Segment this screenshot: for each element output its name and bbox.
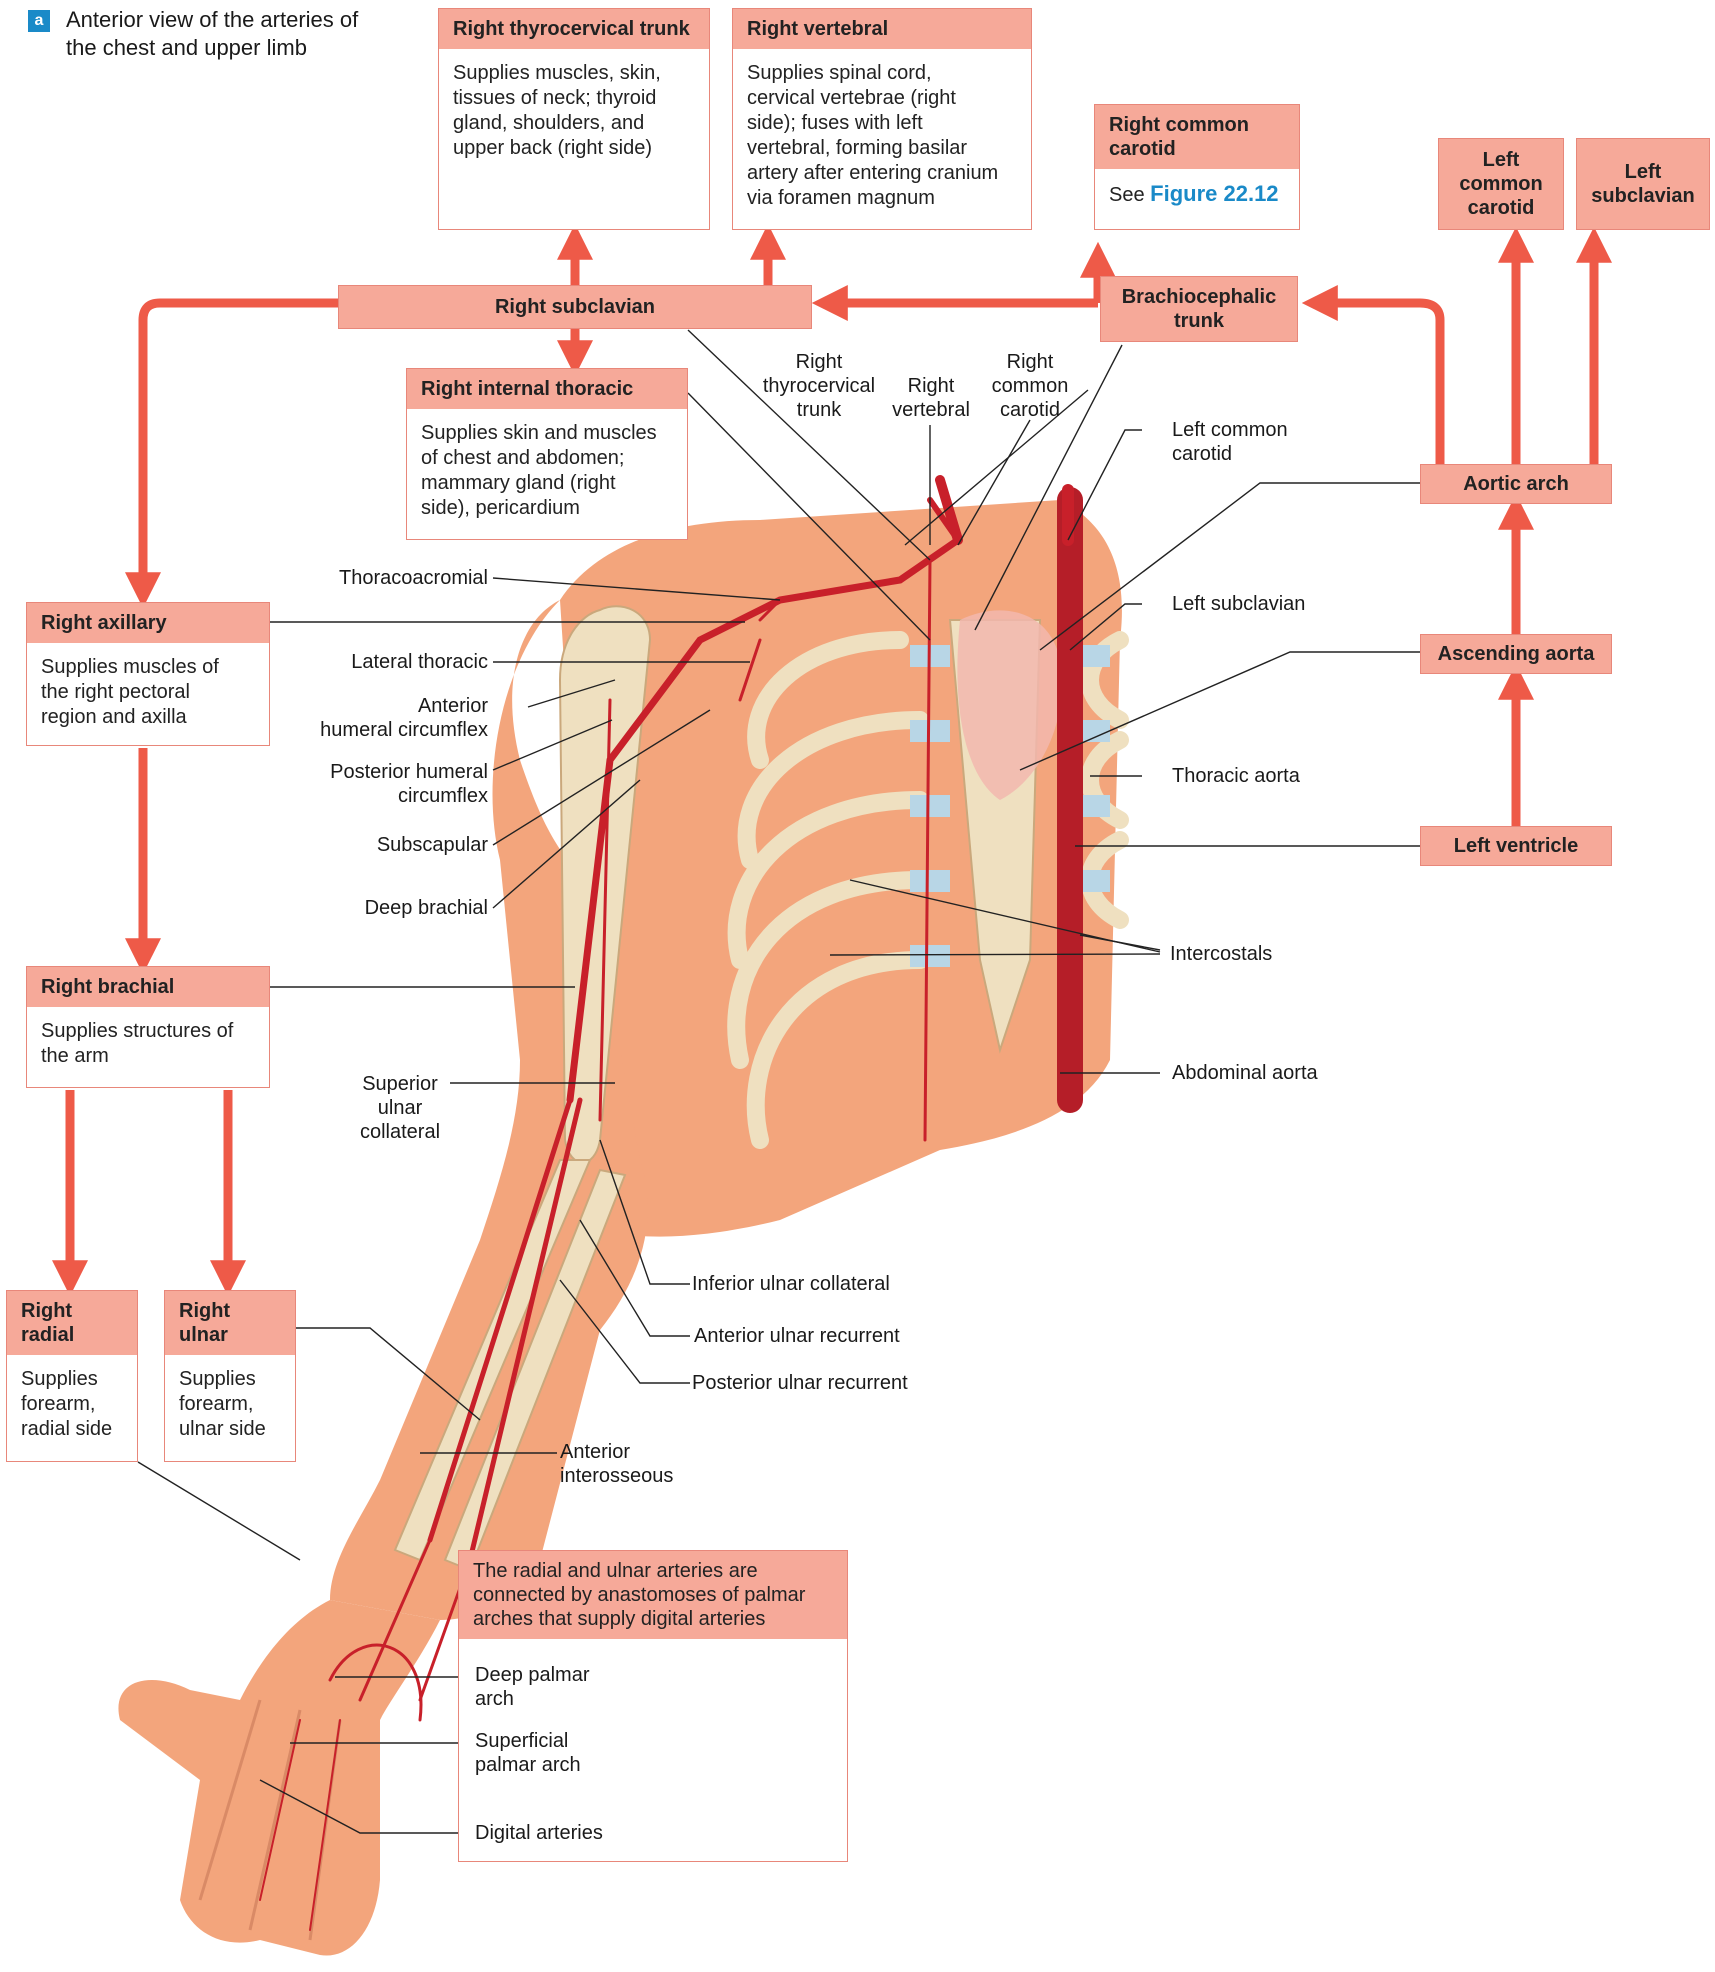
brachiocephalic-trunk-box: Brachiocephalic trunk — [1100, 276, 1298, 342]
label-right-vertebral: Right vertebral — [884, 374, 978, 422]
digital-arteries-label: Digital arteries — [475, 1821, 603, 1845]
torso-shape — [560, 500, 1122, 1237]
panel-tag: a — [28, 10, 50, 32]
arrow-aortic-arch-to-brachiocephalic — [1318, 303, 1440, 474]
label-anterior-ulnar-recurrent: Anterior ulnar recurrent — [694, 1324, 900, 1348]
label-abdominal-aorta: Abdominal aorta — [1172, 1061, 1318, 1085]
figure-link[interactable]: Figure 22.12 — [1150, 181, 1278, 206]
label-right-thyrocervical-trunk: Right thyrocervical trunk — [756, 350, 882, 422]
deep-palmar-arch-label: Deep palmar arch — [475, 1663, 590, 1711]
right-axillary-box: Right axillary Supplies muscles of the r… — [26, 602, 270, 746]
left-common-carotid-box: Left common carotid — [1438, 138, 1564, 230]
label-posterior-ulnar-recurrent: Posterior ulnar recurrent — [692, 1371, 908, 1395]
figure-title: Anterior view of the arteries of the che… — [66, 6, 406, 62]
right-ulnar-header: Right ulnar — [165, 1291, 295, 1355]
right-vertebral-header: Right vertebral — [733, 9, 1031, 49]
right-common-carotid-header: Right common carotid — [1095, 105, 1299, 169]
right-radial-box: Right radial Supplies forearm, radial si… — [6, 1290, 138, 1462]
ascending-aorta-box: Ascending aorta — [1420, 634, 1612, 674]
right-axillary-header: Right axillary — [27, 603, 269, 643]
left-subclavian-box: Left subclavian — [1576, 138, 1710, 230]
label-anterior-interosseous: Anterior interosseous — [560, 1440, 673, 1488]
label-thoracoacromial: Thoracoacromial — [270, 566, 488, 590]
see-text: See — [1109, 184, 1150, 206]
hand-shape — [118, 1600, 440, 1956]
right-common-carotid-body: See Figure 22.12 — [1095, 169, 1299, 220]
right-subclavian-box: Right subclavian — [338, 285, 812, 329]
palmar-arches-box: The radial and ulnar arteries are connec… — [458, 1550, 848, 1862]
right-internal-thoracic-header: Right internal thoracic — [407, 369, 687, 409]
right-thyrocervical-trunk-box: Right thyrocervical trunk Supplies muscl… — [438, 8, 710, 230]
right-internal-thoracic-body: Supplies skin and muscles of chest and a… — [407, 409, 687, 533]
label-superior-ulnar-collateral: Superior ulnar collateral — [340, 1072, 460, 1144]
right-radial-header: Right radial — [7, 1291, 137, 1355]
arrow-right-subclavian-to-right-axillary — [143, 303, 338, 592]
right-ulnar-body: Supplies forearm, ulnar side — [165, 1355, 295, 1454]
label-intercostals: Intercostals — [1170, 942, 1272, 966]
label-inferior-ulnar-collateral: Inferior ulnar collateral — [692, 1272, 890, 1296]
right-vertebral-box: Right vertebral Supplies spinal cord, ce… — [732, 8, 1032, 230]
right-internal-thoracic-box: Right internal thoracic Supplies skin an… — [406, 368, 688, 540]
label-lateral-thoracic: Lateral thoracic — [270, 650, 488, 674]
label-posterior-humeral-circumflex: Posterior humeral circumflex — [270, 760, 488, 808]
right-axillary-body: Supplies muscles of the right pectoral r… — [27, 643, 269, 742]
right-vertebral-body: Supplies spinal cord, cervical vertebrae… — [733, 49, 1031, 223]
right-brachial-header: Right brachial — [27, 967, 269, 1007]
left-ventricle-box: Left ventricle — [1420, 826, 1612, 866]
label-deep-brachial: Deep brachial — [270, 896, 488, 920]
aortic-arch-box: Aortic arch — [1420, 464, 1612, 504]
right-common-carotid-box: Right common carotid See Figure 22.12 — [1094, 104, 1300, 230]
palmar-arches-header: The radial and ulnar arteries are connec… — [459, 1551, 847, 1639]
right-brachial-body: Supplies structures of the arm — [27, 1007, 269, 1081]
superficial-palmar-arch-label: Superficial palmar arch — [475, 1729, 581, 1777]
right-ulnar-box: Right ulnar Supplies forearm, ulnar side — [164, 1290, 296, 1462]
label-right-common-carotid: Right common carotid — [980, 350, 1080, 422]
label-thoracic-aorta: Thoracic aorta — [1172, 764, 1300, 788]
label-anterior-humeral-circumflex: Anterior humeral circumflex — [270, 694, 488, 742]
right-brachial-box: Right brachial Supplies structures of th… — [26, 966, 270, 1088]
label-left-common-carotid: Left common carotid — [1172, 418, 1288, 466]
right-thyrocervical-trunk-body: Supplies muscles, skin, tissues of neck;… — [439, 49, 709, 173]
label-subscapular: Subscapular — [270, 833, 488, 857]
label-left-subclavian: Left subclavian — [1172, 592, 1305, 616]
right-thyrocervical-trunk-header: Right thyrocervical trunk — [439, 9, 709, 49]
right-radial-body: Supplies forearm, radial side — [7, 1355, 137, 1454]
